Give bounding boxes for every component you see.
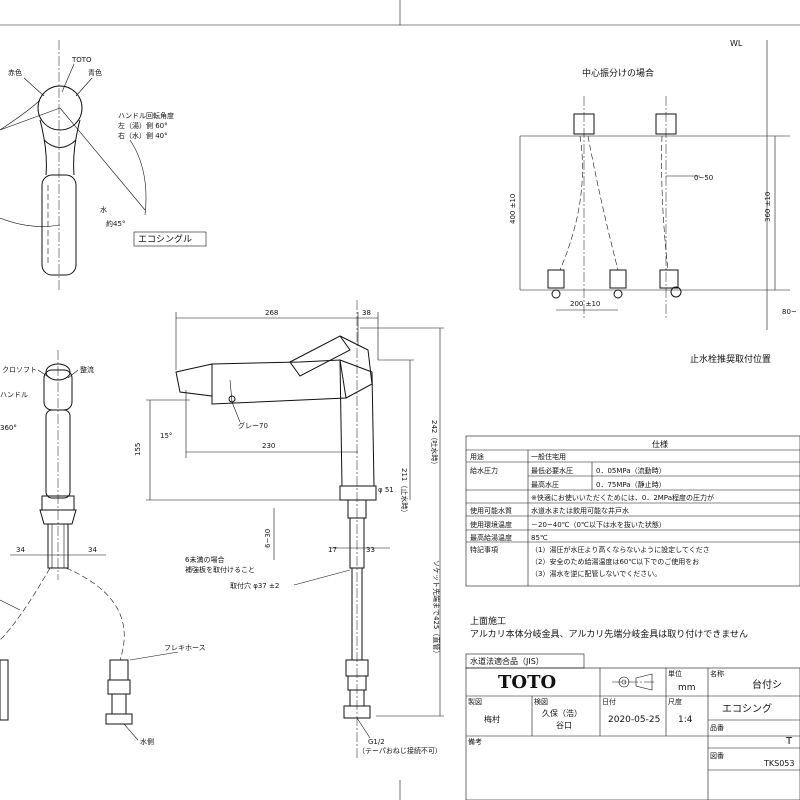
spec-row-sublabel: 最高水圧 xyxy=(531,480,559,489)
date-label: 日付 xyxy=(602,697,616,706)
valve-position-title: 止水栓推奨取付位置 xyxy=(690,353,771,365)
flex-hose-label: フレキホース xyxy=(164,644,206,652)
spec-row-value: 0．05MPa（流動時） xyxy=(596,466,666,475)
part-label: 品番 xyxy=(710,724,724,732)
left-hot-angle: 左（湯）側 60° xyxy=(118,121,168,130)
angle-45-label: 約45° xyxy=(106,219,125,228)
red-color-label: 赤色 xyxy=(8,68,22,77)
blue-color-label: 青色 xyxy=(88,68,102,77)
checked-value-2: 谷口 xyxy=(556,721,572,730)
name-label: 名称 xyxy=(710,669,724,678)
spec-row-value: （2）安全のため給湯温度は60℃以下でのご使用をお xyxy=(531,557,699,566)
alkali-note: アルカリ本体分岐金具、アルカリ先端分岐金具は取り付けできません xyxy=(470,628,748,640)
dim-51: φ 51 xyxy=(378,486,394,494)
front-view: 268 38 グレー70 155 15° 230 211（止水時） 242（吐水… xyxy=(134,300,444,760)
mount-hole-label: 取付穴 φ37 ±2 xyxy=(230,581,279,590)
install-notes: 上面施工 アルカリ本体分岐金具、アルカリ先端分岐金具は取り付けできません xyxy=(470,615,748,640)
dim-242: 242（吐水時） xyxy=(430,420,439,468)
side-view: クロソフト 整流 ハンドル 360° 34 34 フレキホース 水側 xyxy=(0,350,206,746)
reinforce-note-1: 6未満の場合 xyxy=(185,555,224,564)
right-water-angle: 右（水）側 40° xyxy=(118,131,168,140)
spec-row-sublabel: 最低必要水圧 xyxy=(531,466,573,475)
reinforce-note-2: 補強板を取付けること xyxy=(185,565,255,574)
spec-row-value: 水道水または飲用可能な井戸水 xyxy=(531,506,629,515)
wl-label: WL xyxy=(730,39,743,48)
part-value: T xyxy=(785,736,793,747)
rectify-label: 整流 xyxy=(80,365,94,374)
top-view: TOTO 赤色 青色 ハンドル回転角度 左（湯）側 60° 右（水）側 40° … xyxy=(0,40,207,290)
eco-single-label: エコシングル xyxy=(138,233,192,245)
dim-211: 211（止水時） xyxy=(400,468,409,516)
dim-6-30: 6~30 xyxy=(264,529,272,548)
dim-34-right: 34 xyxy=(88,546,97,554)
valve-section: WL 中心振分けの場合 400 ±10 0~50 200 ±10 360 ±10… xyxy=(509,39,797,365)
center-split-title: 中心振分けの場合 xyxy=(582,67,654,79)
name-value: 台付シ xyxy=(752,678,782,691)
brand-mark-label: TOTO xyxy=(71,56,92,64)
spec-row-label: 特記事項 xyxy=(470,545,498,554)
spec-row-value: （3）湯水を逆に配管しないでください。 xyxy=(531,569,661,578)
handle-label: ハンドル xyxy=(0,391,28,399)
spec-title: 仕様 xyxy=(652,439,668,449)
unit-value: mm xyxy=(678,683,696,693)
dwg-label: 図番 xyxy=(710,752,724,760)
dim-38: 38 xyxy=(362,309,371,317)
spec-row-label: 用途 xyxy=(470,452,484,461)
gray-70-label: グレー70 xyxy=(238,421,268,430)
jis-label: 水道法適合品（JIS） xyxy=(470,656,544,666)
spec-row-value: 0．75MPa（静止時） xyxy=(596,480,666,489)
dim-360: 360 ±10 xyxy=(764,192,772,222)
spec-row-label: 給水圧力 xyxy=(470,466,498,475)
socket-dim: ソケット先端まで425（直管） xyxy=(432,560,441,657)
dim-80: 80~ xyxy=(782,308,797,316)
spec-row-label: 使用可能水質 xyxy=(470,506,512,515)
dim-268: 268 xyxy=(265,309,278,317)
drawn-label: 製図 xyxy=(468,697,482,706)
eco-soft-label: クロソフト xyxy=(2,366,37,374)
dim-200: 200 ±10 xyxy=(570,300,600,308)
drawn-value: 梅村 xyxy=(484,714,500,724)
toto-logo: TOTO xyxy=(498,672,556,693)
dim-230: 230 xyxy=(262,442,275,450)
dim-400: 400 ±10 xyxy=(509,194,517,224)
rotation-360-label: 360° xyxy=(0,424,17,432)
handle-rotation-title: ハンドル回転角度 xyxy=(118,111,174,120)
dim-155: 155 xyxy=(134,443,142,456)
spec-row-value: 一般住宅用 xyxy=(531,452,566,461)
spec-row-value: －20~40℃（0℃以下は水を抜いた状態） xyxy=(531,520,666,529)
g12-label: G1/2 xyxy=(368,738,385,746)
dim-34-left: 34 xyxy=(16,546,25,554)
scale-value: 1:4 xyxy=(678,715,693,725)
dim-15-angle: 15° xyxy=(160,432,172,440)
spec-row-label: 使用環境温度 xyxy=(470,520,512,529)
remarks-label: 備考 xyxy=(468,737,482,746)
spec-row-label: 最高給湯温度 xyxy=(470,533,512,542)
checked-value-1: 久保（浩） xyxy=(542,708,582,718)
unit-label: 単位 xyxy=(668,669,682,678)
spec-row-value: （1）湯圧が水圧より高くならないように設定してくださ xyxy=(531,545,710,554)
title-block: 水道法適合品（JIS） TOTO 単位 mm 名称 台付シ エコシング 製図 梅… xyxy=(465,653,800,800)
spec-row-value: ※快適にお使いいただくためには、0．2MPa程度の圧力が xyxy=(531,493,714,502)
dim-33: 33 xyxy=(366,546,375,554)
dwg-value: TKS053 xyxy=(763,759,794,768)
scale-label: 尺度 xyxy=(668,697,682,706)
spec-row-value: 85℃ xyxy=(531,534,548,542)
water-label: 水 xyxy=(100,205,107,214)
product-value: エコシング xyxy=(722,702,772,715)
date-value: 2020-05-25 xyxy=(608,715,660,725)
dim-0-50: 0~50 xyxy=(694,174,713,182)
water-side-label: 水側 xyxy=(140,737,154,746)
checked-label: 検図 xyxy=(534,697,548,706)
projection-symbol-icon xyxy=(612,673,656,691)
dim-17: 17 xyxy=(328,546,337,554)
g12-note: （テーパおねじ接続不可） xyxy=(358,746,442,755)
top-install-note: 上面施工 xyxy=(470,615,506,627)
